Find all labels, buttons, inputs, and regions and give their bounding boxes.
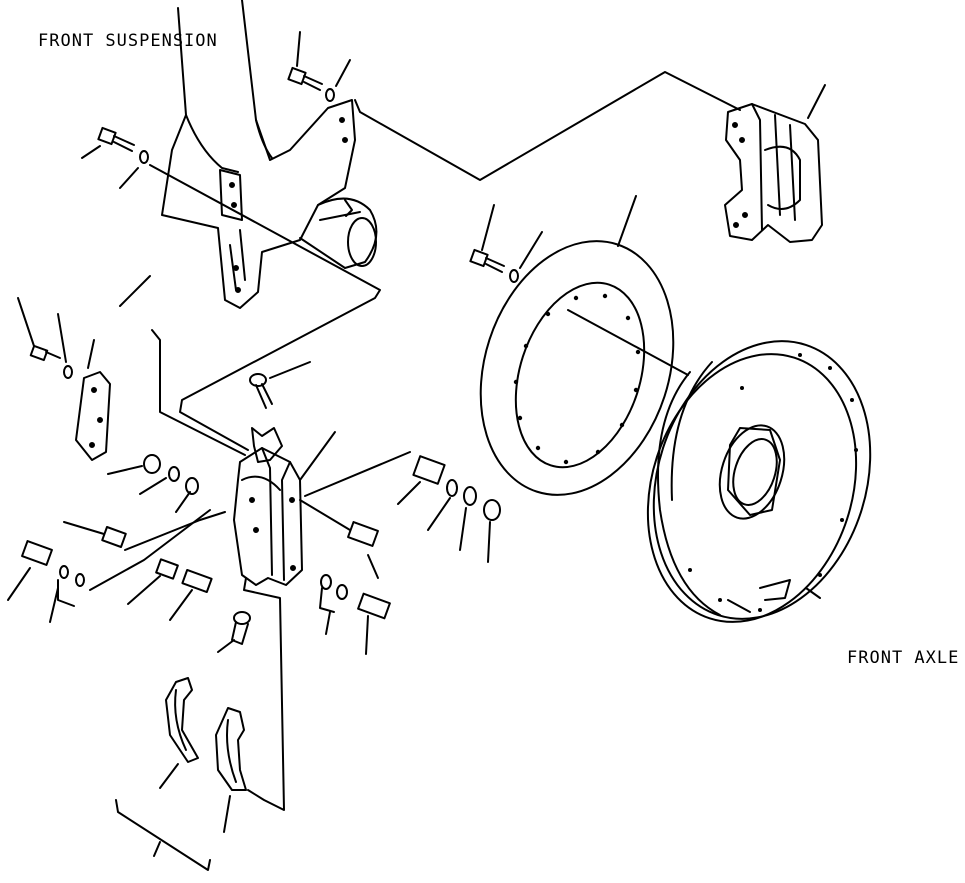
brake-shoes — [116, 678, 246, 870]
caliper-pins-right — [300, 452, 500, 654]
brake-pad-small — [18, 298, 110, 460]
lower-bolt — [218, 612, 250, 652]
bleeder-screw — [250, 362, 310, 408]
brake-disc-rotor — [449, 196, 704, 520]
leader-lines — [120, 72, 740, 810]
brake-caliper-body — [234, 428, 335, 585]
caliper-pins-left — [8, 455, 225, 622]
front-axle-label: FRONT AXLE — [847, 648, 960, 668]
disc-bolts — [470, 205, 542, 282]
front-suspension-bracket — [162, 0, 376, 308]
brake-caliper-upper — [725, 85, 825, 242]
front-suspension-label: FRONT SUSPENSION — [38, 31, 218, 51]
upper-bolts — [82, 32, 350, 188]
front-axle-hub — [615, 313, 905, 649]
